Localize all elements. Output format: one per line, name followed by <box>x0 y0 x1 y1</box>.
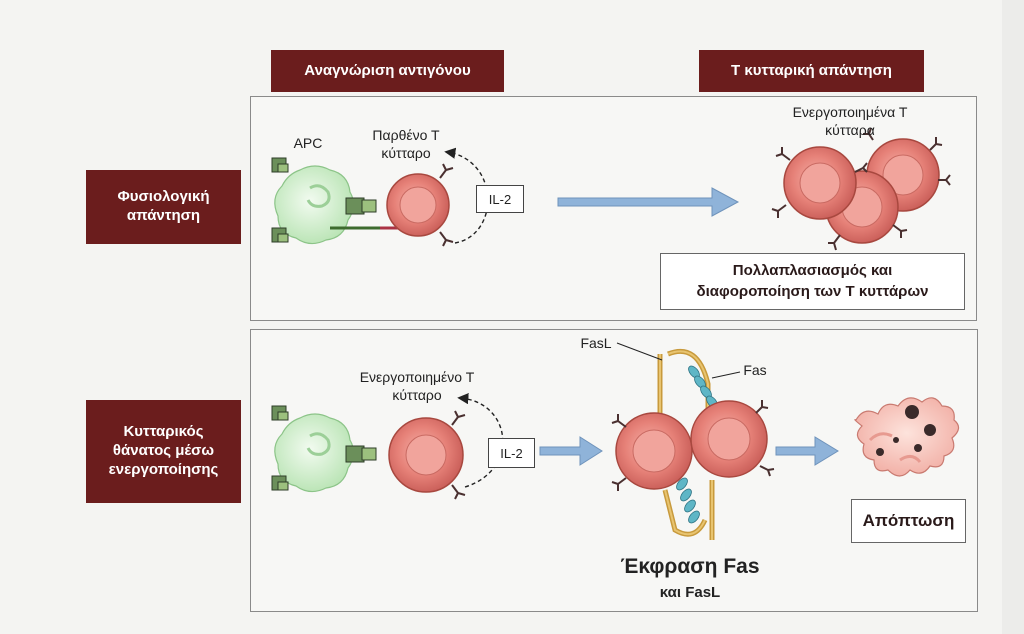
il2-loop-top <box>444 147 489 244</box>
apoptotic-cell <box>854 397 960 477</box>
arrow-to-fas <box>539 436 603 466</box>
label-fasl: FasL <box>580 335 612 351</box>
arrow-proliferation <box>557 187 740 217</box>
il2-box-top: IL-2 <box>476 185 524 213</box>
label-activated-t-cell: Ενεργοποιημένο Τ κύτταρο <box>359 369 475 403</box>
fas-fasl-cells <box>611 348 775 540</box>
arrow-to-apoptosis <box>775 436 839 466</box>
row-label-physiological: Φυσιολογική απάντηση <box>86 170 241 244</box>
caption-apoptosis: Απόπτωση <box>851 499 966 543</box>
mhc-receptors-bottom <box>271 405 377 491</box>
header-antigen-recognition: Αναγνώριση αντιγόνου <box>271 50 504 92</box>
naive-t-cell <box>386 163 454 247</box>
activated-t-cells-cluster <box>771 127 951 251</box>
apc-cell-top <box>274 165 355 245</box>
page-edge <box>1002 0 1024 634</box>
panel-activation-death <box>250 329 978 612</box>
row-label-activation-death: Κυτταρικός θάνατος μέσω ενεργοποίησης <box>86 400 241 503</box>
label-activated-t-cells: Ενεργοποιημένα Τ κύτταρα <box>792 104 908 138</box>
mhc-receptors-top <box>271 157 377 243</box>
fasl-pointer <box>616 342 663 361</box>
header-t-cell-response: Τ κυτταρική απάντηση <box>699 50 924 92</box>
label-and-fasl: και FasL <box>659 584 721 601</box>
activated-t-cell-single <box>388 410 466 500</box>
label-naive-t-cell: Παρθένο Τ κύτταρο <box>372 127 440 161</box>
il2-loop-bottom <box>457 393 504 488</box>
label-apc: APC <box>293 135 323 151</box>
label-fas-expression: Έκφραση Fas <box>620 555 760 578</box>
caption-proliferation: Πολλαπλασιασμός και διαφοροποίηση των Τ … <box>660 253 965 310</box>
label-fas: Fas <box>743 362 767 378</box>
apc-cell-bottom <box>274 413 355 493</box>
fas-pointer <box>711 371 741 379</box>
il2-box-bottom: IL-2 <box>488 438 535 468</box>
